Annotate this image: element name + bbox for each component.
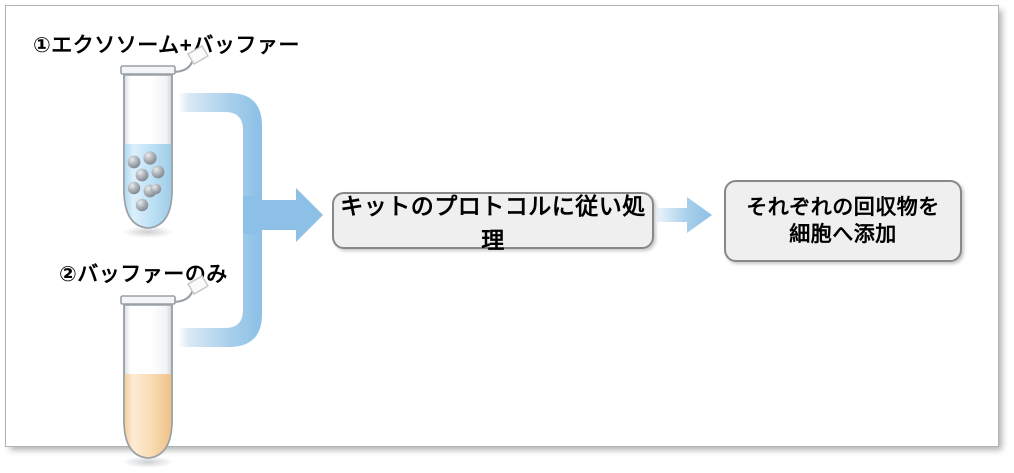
add-to-cells-label: それぞれの回収物を 細胞へ添加: [746, 195, 940, 246]
tube-1-label: ①エクソソーム+バッファー: [33, 34, 300, 57]
tube-outline: [123, 75, 173, 229]
figure-root: ①エクソソーム+バッファー: [5, 5, 999, 468]
tube-buffer-only: [112, 275, 209, 468]
exosome-particles: [127, 151, 165, 212]
tube-rim: [120, 295, 176, 305]
merge-arrow-pointer: [262, 188, 323, 242]
tube-2-label: ②バッファーのみ: [59, 263, 228, 286]
process-step-box[interactable]: キットのプロトコルに従い処理: [332, 192, 654, 253]
tube-shadow: [122, 226, 174, 238]
tube-outline: [123, 305, 173, 459]
tube-exosome-buffer: [112, 45, 209, 238]
box-connector-arrow: [657, 197, 712, 233]
process-step-label: キットのプロトコルに従い処理: [340, 192, 646, 253]
merge-arrow-trunk: [243, 196, 262, 234]
tube-rim: [120, 65, 176, 75]
tube-liquid: [124, 374, 172, 458]
tube-cap-icon: [187, 275, 209, 295]
tube-cap-icon: [187, 45, 209, 65]
figure-frame: ①エクソソーム+バッファー: [5, 5, 999, 468]
add-to-cells-box[interactable]: それぞれの回収物を 細胞へ添加: [724, 180, 962, 262]
